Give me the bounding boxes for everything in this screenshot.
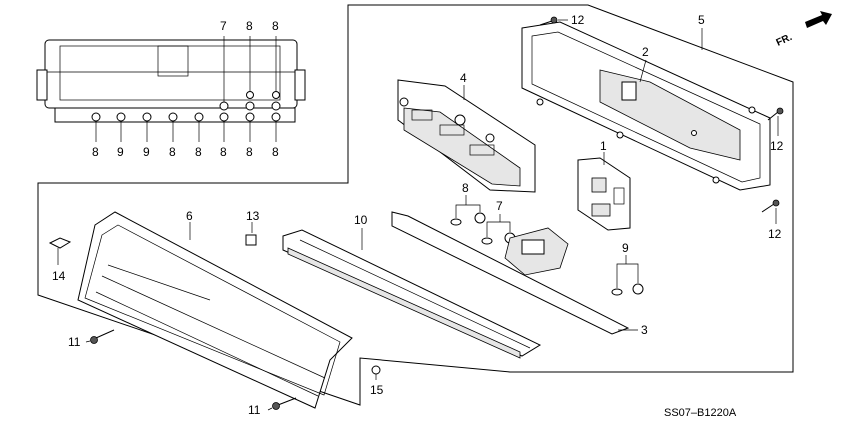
part-10-light-guide — [282, 229, 542, 359]
callout-bot-8c: 8 — [195, 145, 202, 159]
callout-bot-8a: 8 — [92, 145, 99, 159]
part-3-pcb-strip — [391, 211, 630, 335]
callout-10: 10 — [354, 213, 368, 227]
callout-bot-8d: 8 — [220, 145, 227, 159]
part-4-control-unit — [397, 79, 536, 193]
callout-15: 15 — [370, 383, 384, 397]
callout-12-top: 12 — [571, 13, 585, 27]
callout-11-left: 11 — [68, 335, 81, 349]
callout-bot-8e: 8 — [246, 145, 253, 159]
bulb-9 — [611, 283, 644, 296]
part-2-inner-plate — [599, 69, 741, 161]
screw-12-lower — [761, 199, 780, 213]
diagram-code: SS07–B1220A — [664, 407, 737, 419]
top-left-panel-assembly — [36, 36, 306, 142]
callout-5: 5 — [698, 13, 705, 27]
callout-top-8b: 8 — [272, 19, 279, 33]
clip-13 — [245, 234, 257, 246]
callout-7: 7 — [496, 199, 503, 213]
callout-bot-8b: 8 — [169, 145, 176, 159]
part-1-circuit-board — [577, 157, 631, 231]
callout-8: 8 — [462, 181, 469, 195]
callout-6: 6 — [186, 209, 193, 223]
callout-13: 13 — [246, 209, 260, 223]
outline-frame — [37, 4, 794, 406]
callout-bot-8f: 8 — [272, 145, 279, 159]
screw-11-bottom — [272, 397, 297, 410]
callout-14: 14 — [52, 269, 66, 283]
screw-12-top — [539, 16, 558, 26]
callout-3: 3 — [641, 323, 648, 337]
callout-top-7: 7 — [220, 19, 227, 33]
part-6-front-bezel — [77, 211, 353, 409]
callout-11-bottom: 11 — [248, 403, 261, 417]
callout-12-right: 12 — [770, 139, 784, 153]
direction-label: FR. — [775, 32, 794, 49]
screw-12-right — [767, 107, 784, 121]
callout-9: 9 — [622, 241, 629, 255]
clip-15 — [371, 365, 381, 375]
front-direction-arrow — [805, 11, 832, 28]
bulb-8 — [450, 212, 486, 226]
callout-4: 4 — [460, 71, 467, 85]
callout-1: 1 — [600, 139, 607, 153]
callout-2: 2 — [642, 45, 649, 59]
callout-bot-9a: 9 — [117, 145, 124, 159]
screw-11-left — [90, 329, 115, 344]
clip-14 — [48, 237, 72, 249]
callout-12-lower: 12 — [768, 227, 782, 241]
callout-bot-9b: 9 — [143, 145, 150, 159]
callout-top-8a: 8 — [246, 19, 253, 33]
